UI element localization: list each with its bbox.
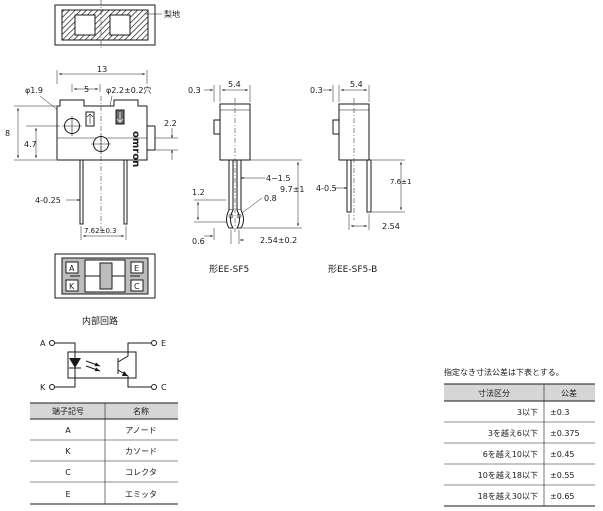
circuit-title: 内部回路	[82, 315, 118, 327]
table-row: 18を越え30以下	[478, 491, 538, 501]
svg-text:A: A	[69, 264, 75, 273]
sf5-dim-height: 9.7±1	[280, 185, 305, 194]
table-row: 3を越え6以下	[488, 428, 538, 438]
table-row: A	[65, 426, 71, 435]
tolerance-table: 指定なき寸法公差は下表とする。 寸法区分 公差 3以下 ±0.3 3を越え6以下…	[444, 367, 595, 507]
sf5b-dim-height: 7.6±1	[390, 178, 411, 186]
side-view-sf5: 0.3 5.4 4−1.5 9.7±1 1.2 0.8 0.6 2.54±0.2…	[188, 80, 305, 275]
svg-text:K: K	[69, 282, 75, 291]
internal-circuit: 内部回路 A K E C	[40, 315, 167, 392]
sf5-dim-pitch: 2.54±0.2	[260, 236, 297, 245]
table-row: ±0.55	[550, 471, 575, 480]
terminal-a-label: A	[40, 339, 46, 348]
terminal-k-label: K	[40, 383, 46, 392]
top-view-slot-left	[74, 14, 96, 36]
table-row: E	[65, 490, 70, 499]
circuit-package	[67, 351, 137, 379]
pin-right	[123, 159, 128, 225]
terminal-table-header-symbol: 端子記号	[52, 406, 84, 416]
sf5-caption: 形EE-SF5	[209, 263, 249, 275]
svg-text:E: E	[134, 264, 139, 273]
brand-mark: omron	[130, 131, 141, 167]
sf5b-dim-pitch: 2.54	[382, 222, 400, 231]
sf5b-dim-pins: 4-0.5	[316, 184, 337, 193]
dim-right-offset: 2.2	[164, 119, 177, 128]
terminal-a	[49, 340, 55, 346]
table-row: ±0.3	[550, 408, 569, 417]
terminal-table-header-name: 名称	[133, 406, 149, 416]
terminal-c	[151, 384, 157, 390]
terminal-e-label: E	[161, 339, 166, 348]
dim-pins: 4-0.25	[35, 196, 61, 205]
dim-mount-hole: φ2.2±0.2穴	[106, 85, 151, 95]
sf5-pin-back	[236, 159, 242, 211]
table-row: ±0.65	[550, 492, 575, 501]
sf5-dim-bottom-left: 0.6	[192, 237, 205, 246]
sf5-dim-top-left: 0.3	[188, 86, 201, 95]
dim-width: 13	[97, 65, 107, 74]
tolerance-header-range: 寸法区分	[478, 388, 510, 398]
dim-hole-height: 4.7	[24, 140, 37, 149]
sf5-dim-left: 1.2	[192, 188, 205, 197]
side-view-sf5b: 0.3 5.4 4-0.5 7.6±1 2.54 形EE-SF5-B	[310, 80, 411, 275]
dim-pitch: 5	[84, 85, 89, 94]
terminal-e	[151, 340, 157, 346]
surface-label: 梨地	[164, 9, 180, 19]
dim-height: 8	[5, 129, 10, 138]
terminal-c-label: C	[161, 383, 167, 392]
table-row: コレクタ	[125, 468, 157, 477]
tolerance-caption: 指定なき寸法公差は下表とする。	[444, 367, 564, 377]
sf5b-dim-top-left: 0.3	[310, 86, 323, 95]
dim-pin-pitch: 7.62±0.3	[84, 227, 117, 235]
sf5-pin-front	[228, 159, 234, 211]
bottom-pin-a	[65, 261, 79, 274]
sf5-dim-bend: 0.8	[264, 194, 277, 203]
sf5b-pin-front	[346, 159, 352, 213]
top-view-slot-right	[109, 14, 131, 36]
top-view: 梨地	[54, 0, 180, 50]
bottom-pin-e	[130, 261, 144, 274]
table-row: アノード	[125, 426, 156, 435]
bottom-pin-c	[130, 279, 144, 292]
table-row: ±0.375	[550, 429, 580, 438]
sf5b-pin-back	[366, 159, 372, 213]
sf5b-caption: 形EE-SF5-B	[328, 263, 377, 275]
table-row: C	[65, 468, 71, 477]
table-row: ±0.45	[550, 450, 575, 459]
pin-left	[79, 159, 84, 225]
svg-text:C: C	[134, 282, 140, 291]
table-row: 3以下	[517, 408, 538, 417]
terminal-k	[49, 384, 55, 390]
table-row: 10を越え18以下	[478, 470, 538, 480]
dim-hole-dia: φ1.9	[25, 86, 43, 95]
sf5-dim-top-width: 5.4	[228, 80, 241, 89]
tolerance-header-value: 公差	[561, 388, 577, 398]
sf5-dim-lead: 4−1.5	[266, 174, 291, 183]
table-row: カソード	[125, 447, 157, 456]
table-row: 6を越え10以下	[483, 449, 538, 459]
terminal-table: 端子記号 名称 A アノード K カソード C コレクタ E エミッタ	[30, 402, 178, 505]
bottom-view: A K E C	[54, 253, 156, 299]
table-row: K	[65, 447, 71, 456]
led-diode-symbol	[69, 358, 81, 368]
table-row: エミッタ	[125, 490, 157, 499]
sf5b-dim-top-width: 5.4	[350, 80, 363, 89]
front-view: 13 φ1.9 5 φ2.2±0.2穴 omron 8 4.7	[5, 65, 178, 240]
bottom-pin-k	[65, 279, 79, 292]
